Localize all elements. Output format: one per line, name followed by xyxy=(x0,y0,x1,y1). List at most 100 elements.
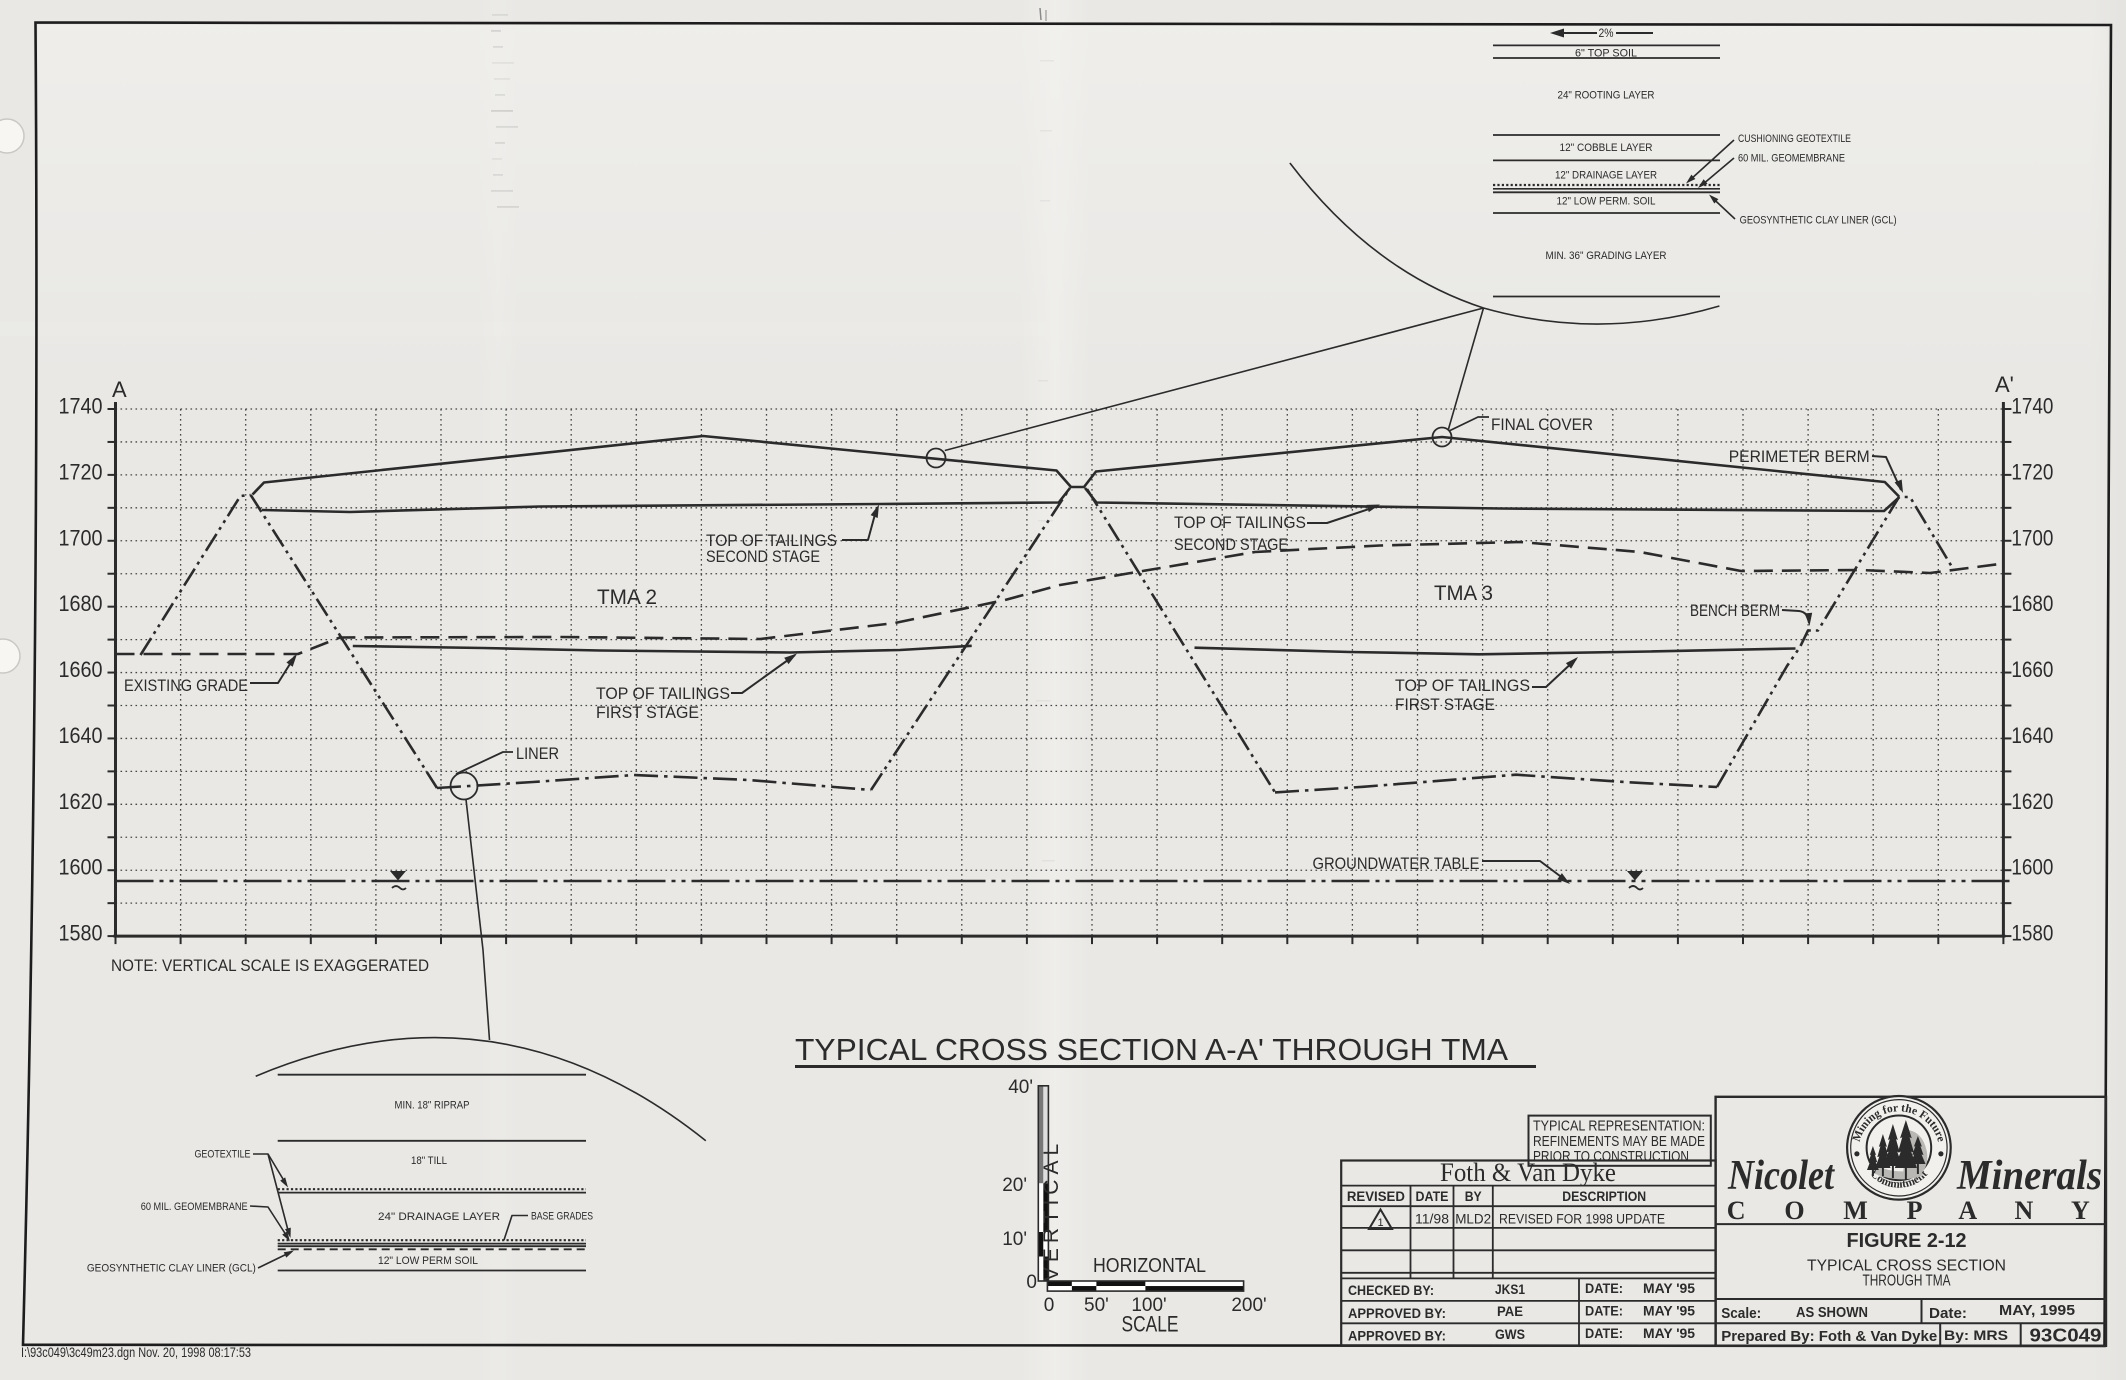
svg-text:DATE:: DATE: xyxy=(1585,1304,1623,1319)
svg-text:0: 0 xyxy=(1026,1272,1037,1293)
svg-text:60 MIL. GEOMEMBRANE: 60 MIL. GEOMEMBRANE xyxy=(141,1201,248,1213)
svg-text:APPROVED BY:: APPROVED BY: xyxy=(1348,1306,1446,1321)
svg-text:1: 1 xyxy=(1377,1217,1383,1229)
svg-text:1620: 1620 xyxy=(59,789,103,814)
svg-text:0: 0 xyxy=(1044,1295,1055,1316)
svg-text:1740: 1740 xyxy=(2011,394,2053,419)
svg-text:1680: 1680 xyxy=(2011,591,2053,616)
svg-text:PERIMETER BERM: PERIMETER BERM xyxy=(1729,447,1870,466)
svg-text:1580: 1580 xyxy=(2011,921,2053,946)
svg-text:SECOND STAGE: SECOND STAGE xyxy=(1174,535,1288,554)
svg-text:MAY '95: MAY '95 xyxy=(1643,1304,1695,1319)
svg-text:REFINEMENTS MAY BE MADE: REFINEMENTS MAY BE MADE xyxy=(1533,1134,1705,1150)
svg-text:HORIZONTAL: HORIZONTAL xyxy=(1093,1255,1206,1277)
svg-text:12" LOW PERM. SOIL: 12" LOW PERM. SOIL xyxy=(1557,196,1656,208)
svg-text:1620: 1620 xyxy=(2011,789,2053,814)
svg-text:DESCRIPTION: DESCRIPTION xyxy=(1562,1189,1646,1204)
svg-text:24" ROOTING LAYER: 24" ROOTING LAYER xyxy=(1558,90,1655,102)
svg-text:MAY, 1995: MAY, 1995 xyxy=(1999,1302,2075,1319)
svg-text:TOP OF TAILINGS: TOP OF TAILINGS xyxy=(1174,513,1306,532)
svg-text:MAY '95: MAY '95 xyxy=(1643,1281,1695,1296)
svg-text:20': 20' xyxy=(1002,1175,1027,1196)
svg-text:FIRST STAGE: FIRST STAGE xyxy=(1395,695,1495,714)
svg-text:APPROVED BY:: APPROVED BY: xyxy=(1348,1329,1446,1344)
svg-text:11/98: 11/98 xyxy=(1415,1212,1449,1227)
svg-text:Minerals: Minerals xyxy=(1956,1153,2102,1199)
svg-text:FIGURE 2-12: FIGURE 2-12 xyxy=(1847,1230,1967,1252)
svg-text:GEOSYNTHETIC CLAY LINER (GCL): GEOSYNTHETIC CLAY LINER (GCL) xyxy=(87,1263,256,1275)
svg-text:1720: 1720 xyxy=(59,459,103,484)
svg-text:THROUGH TMA: THROUGH TMA xyxy=(1863,1273,1951,1290)
svg-text:MAY '95: MAY '95 xyxy=(1643,1326,1695,1341)
svg-text:CHECKED BY:: CHECKED BY: xyxy=(1348,1283,1434,1298)
svg-text:Foth & Van Dyke: Foth & Van Dyke xyxy=(1440,1158,1616,1187)
svg-text:TMA 2: TMA 2 xyxy=(597,586,657,609)
svg-text:50': 50' xyxy=(1084,1295,1109,1316)
svg-text:BY: BY xyxy=(1465,1189,1482,1204)
svg-text:1700: 1700 xyxy=(2011,525,2053,550)
svg-text:TYPICAL CROSS SECTION A-A' THR: TYPICAL CROSS SECTION A-A' THROUGH TMA xyxy=(795,1032,1508,1067)
svg-text:A': A' xyxy=(1995,372,2014,397)
svg-text:1660: 1660 xyxy=(2011,657,2053,682)
svg-text:A: A xyxy=(112,377,127,402)
svg-text:100': 100' xyxy=(1131,1295,1166,1316)
svg-text:BENCH BERM: BENCH BERM xyxy=(1690,601,1780,620)
svg-text:PAE: PAE xyxy=(1497,1304,1523,1319)
svg-text:GWS: GWS xyxy=(1495,1327,1525,1342)
svg-text:NOTE: VERTICAL SCALE IS EXAGGE: NOTE: VERTICAL SCALE IS EXAGGERATED xyxy=(111,956,429,975)
svg-text:Prepared By: Foth & Van Dyke: Prepared By: Foth & Van Dyke xyxy=(1721,1328,1937,1345)
svg-text:40': 40' xyxy=(1008,1077,1033,1098)
svg-text:FINAL COVER: FINAL COVER xyxy=(1491,415,1593,434)
svg-text:12" DRAINAGE LAYER: 12" DRAINAGE LAYER xyxy=(1555,170,1657,182)
svg-text:CUSHIONING GEOTEXTILE: CUSHIONING GEOTEXTILE xyxy=(1738,133,1851,145)
svg-text:DATE: DATE xyxy=(1416,1189,1449,1204)
svg-text:TOP OF TAILINGS: TOP OF TAILINGS xyxy=(596,684,730,703)
svg-text:GEOTEXTILE: GEOTEXTILE xyxy=(195,1149,251,1161)
svg-text:Nicolet: Nicolet xyxy=(1727,1153,1835,1199)
svg-text:1600: 1600 xyxy=(59,855,103,880)
svg-text:GROUNDWATER TABLE: GROUNDWATER TABLE xyxy=(1313,854,1480,873)
svg-text:2%: 2% xyxy=(1599,26,1614,40)
svg-text:1640: 1640 xyxy=(59,723,103,748)
svg-text:200': 200' xyxy=(1231,1295,1266,1316)
svg-text:TMA 3: TMA 3 xyxy=(1434,582,1493,605)
svg-text:DATE:: DATE: xyxy=(1585,1326,1623,1341)
svg-text:24" DRAINAGE LAYER: 24" DRAINAGE LAYER xyxy=(378,1211,500,1223)
svg-text:REVISED: REVISED xyxy=(1347,1189,1405,1204)
svg-text:TYPICAL REPRESENTATION:: TYPICAL REPRESENTATION: xyxy=(1533,1119,1705,1135)
svg-text:By: MRS: By: MRS xyxy=(1944,1327,2008,1343)
svg-text:LINER: LINER xyxy=(516,744,559,763)
svg-text:MLD2: MLD2 xyxy=(1455,1212,1491,1227)
svg-text:Date:: Date: xyxy=(1929,1305,1967,1322)
svg-text:1680: 1680 xyxy=(59,591,103,616)
svg-text:1720: 1720 xyxy=(2011,459,2053,484)
svg-text:AS SHOWN: AS SHOWN xyxy=(1796,1304,1868,1321)
svg-text:DATE:: DATE: xyxy=(1585,1281,1623,1296)
svg-text:JKS1: JKS1 xyxy=(1495,1282,1525,1297)
svg-text:TYPICAL CROSS SECTION: TYPICAL CROSS SECTION xyxy=(1807,1258,2006,1275)
svg-text:TOP OF TAILINGS: TOP OF TAILINGS xyxy=(1395,676,1530,695)
svg-text:1660: 1660 xyxy=(59,657,103,682)
svg-text:6" TOP SOIL: 6" TOP SOIL xyxy=(1575,48,1637,60)
svg-text:C O M P A N Y: C O M P A N Y xyxy=(1727,1196,2090,1225)
svg-text:MIN. 36" GRADING LAYER: MIN. 36" GRADING LAYER xyxy=(1546,250,1667,262)
svg-text:SECOND STAGE: SECOND STAGE xyxy=(706,547,820,566)
svg-text:REVISED FOR 1998 UPDATE: REVISED FOR 1998 UPDATE xyxy=(1499,1212,1665,1227)
svg-text:1700: 1700 xyxy=(59,525,103,550)
svg-text:Scale:: Scale: xyxy=(1721,1305,1761,1322)
svg-text:1600: 1600 xyxy=(2011,855,2053,880)
svg-text:93C049: 93C049 xyxy=(2030,1326,2102,1346)
svg-text:FIRST STAGE: FIRST STAGE xyxy=(596,703,699,722)
svg-text:EXISTING GRADE: EXISTING GRADE xyxy=(124,676,248,695)
svg-text:1640: 1640 xyxy=(2011,723,2053,748)
svg-text:MIN. 18" RIPRAP: MIN. 18" RIPRAP xyxy=(395,1100,470,1112)
svg-text:I:\93c049\3c49m23.dgn Nov. 20: I:\93c049\3c49m23.dgn Nov. 20, 1998 08:1… xyxy=(21,1344,251,1360)
svg-text:SCALE: SCALE xyxy=(1122,1312,1179,1337)
svg-text:GEOSYNTHETIC CLAY LINER (GCL): GEOSYNTHETIC CLAY LINER (GCL) xyxy=(1740,215,1897,227)
svg-text:10': 10' xyxy=(1002,1229,1027,1250)
svg-text:TOP OF TAILINGS: TOP OF TAILINGS xyxy=(706,531,837,550)
svg-text:18" TILL: 18" TILL xyxy=(411,1155,447,1167)
svg-text:VERTICAL: VERTICAL xyxy=(1040,1139,1063,1281)
svg-text:12" LOW PERM SOIL: 12" LOW PERM SOIL xyxy=(378,1255,478,1267)
svg-text:1740: 1740 xyxy=(59,394,103,419)
